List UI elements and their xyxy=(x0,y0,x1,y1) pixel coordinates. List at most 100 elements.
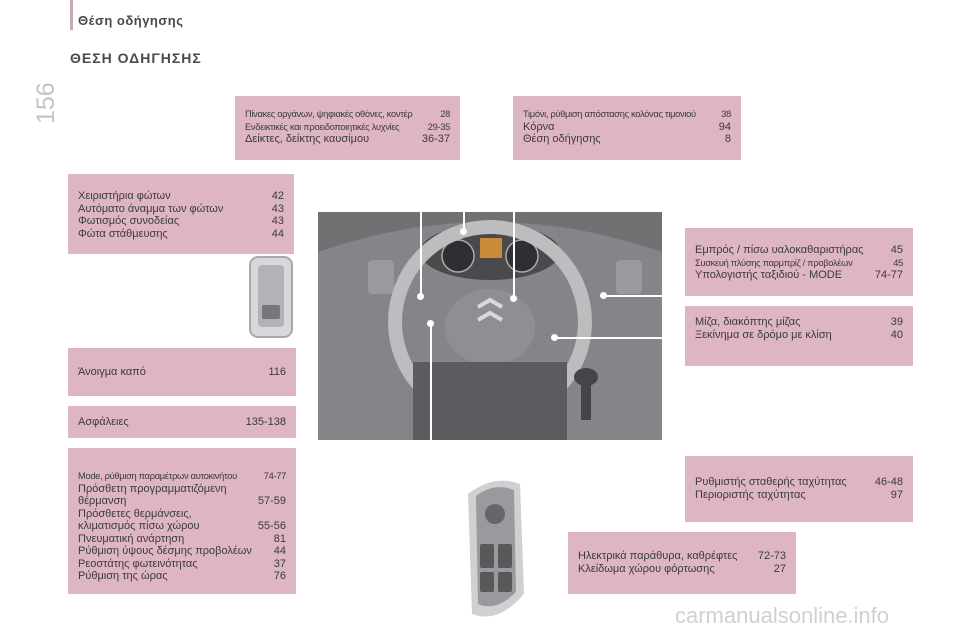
index-row: θέρμανση 57-59 xyxy=(78,495,286,508)
connector-dot xyxy=(600,292,607,299)
connector-line xyxy=(296,420,318,422)
index-row: Πρόσθετη προγραμματιζόμενη xyxy=(78,483,286,496)
connector-dot xyxy=(460,228,467,235)
index-page[interactable]: 44 xyxy=(273,545,286,557)
index-page[interactable]: 45 xyxy=(890,244,903,256)
index-page[interactable]: 97 xyxy=(890,488,903,501)
index-page[interactable]: 135-138 xyxy=(245,416,286,428)
index-topic: Πίνακες οργάνων, ψηφιακές οθόνες, κοντέρ xyxy=(245,109,413,119)
index-page[interactable]: 74-77 xyxy=(874,269,903,281)
section-title: ΘΕΣΗ ΟΔΗΓΗΣΗΣ xyxy=(70,50,202,66)
index-topic: Ρύθμιση ύψους δέσμης προβολέων xyxy=(78,545,252,557)
index-row: Μίζα, διακόπτης μίζας 39 xyxy=(695,316,903,329)
header-accent-bar xyxy=(70,0,73,30)
index-page[interactable]: 44 xyxy=(271,227,284,240)
connector-line xyxy=(530,564,568,566)
page-header-title: Θέση οδήγησης xyxy=(78,13,184,28)
connector-line xyxy=(603,295,685,297)
index-page[interactable]: 43 xyxy=(271,215,284,227)
index-page[interactable]: 46-48 xyxy=(874,476,903,488)
index-page[interactable]: 39 xyxy=(890,316,903,328)
index-page[interactable]: 37 xyxy=(273,557,286,570)
index-page[interactable]: 57-59 xyxy=(257,495,286,507)
index-row: Θέση οδήγησης 8 xyxy=(523,133,731,146)
index-topic: Θέση οδήγησης xyxy=(523,133,601,145)
box-cruise: Ρυθμιστής σταθερής ταχύτητας 46-48 Περιορ… xyxy=(685,456,913,522)
connector-line xyxy=(513,160,515,298)
index-topic: Τιμόνι, ρύθμιση απόστασης κολόνας τιμονι… xyxy=(523,109,696,119)
connector-dot xyxy=(427,320,434,327)
index-row: Ρυθμιστής σταθερής ταχύτητας 46-48 xyxy=(695,476,903,489)
index-topic: Ξεκίνημα σε δρόμο με κλίση xyxy=(695,328,832,341)
index-row: Περιοριστής ταχύτητας 97 xyxy=(695,489,903,502)
index-page[interactable]: 116 xyxy=(268,366,286,378)
connector-line xyxy=(296,468,342,470)
connector-line xyxy=(430,322,432,456)
page-number-wrap: 156 xyxy=(32,74,60,124)
index-page[interactable]: 76 xyxy=(273,570,286,582)
index-page[interactable]: 42 xyxy=(271,190,284,202)
index-page[interactable]: 72-73 xyxy=(757,550,786,562)
connector-line xyxy=(463,160,465,230)
index-page[interactable]: 81 xyxy=(273,532,286,545)
connector-line xyxy=(340,440,342,470)
index-topic: Υπολογιστής ταξιδιού - MODE xyxy=(695,269,843,281)
dashboard-illustration xyxy=(318,212,662,440)
index-row: Ασφάλειες 135-138 xyxy=(78,416,286,429)
index-row: Ρύθμιση ύψους δέσμης προβολέων 44 xyxy=(78,545,286,558)
index-row: Υπολογιστής ταξιδιού - MODE 74-77 xyxy=(695,269,903,282)
index-page[interactable]: 27 xyxy=(773,562,786,575)
index-topic: Κλείδωμα χώρου φόρτωσης xyxy=(578,562,715,575)
index-page[interactable]: 43 xyxy=(271,202,284,215)
index-page[interactable]: 40 xyxy=(890,328,903,341)
index-topic: Κόρνα xyxy=(523,120,555,133)
index-page[interactable]: 8 xyxy=(724,133,731,145)
index-page[interactable]: 38 xyxy=(721,109,731,119)
index-page[interactable]: 94 xyxy=(718,120,731,133)
index-row: Ενδεικτικές και προειδοποιητικές λυχνίες… xyxy=(245,121,450,134)
index-topic: Άνοιγμα καπό xyxy=(78,366,146,378)
index-page[interactable]: 36-37 xyxy=(421,133,450,145)
index-topic: Αυτόματο άναμμα των φώτων xyxy=(78,202,224,215)
index-topic: κλιματισμός πίσω χώρου xyxy=(78,520,200,532)
index-page[interactable]: 28 xyxy=(440,109,450,119)
connector-line xyxy=(555,337,685,339)
connector-line xyxy=(296,370,318,372)
connector-dot xyxy=(417,293,424,300)
connector-line xyxy=(296,298,318,300)
index-page[interactable]: 55-56 xyxy=(257,520,286,532)
index-page[interactable]: 29-35 xyxy=(427,121,451,132)
index-topic: Μίζα, διακόπτης μίζας xyxy=(695,316,801,328)
index-topic: Φωτισμός συνοδείας xyxy=(78,215,180,227)
index-topic: Περιοριστής ταχύτητας xyxy=(695,488,806,501)
index-topic: Ρεοστάτης φωτεινότητας xyxy=(78,557,198,570)
watermark: carmanualsonline.info xyxy=(675,603,890,628)
index-topic: Ηλεκτρικά παράθυρα, καθρέφτες xyxy=(578,550,738,562)
connector-line xyxy=(420,171,422,296)
index-row: Αυτόματο άναμμα των φώτων 43 xyxy=(78,203,284,216)
index-row: Ρεοστάτης φωτεινότητας 37 xyxy=(78,558,286,571)
index-row: Πίνακες οργάνων, ψηφιακές οθόνες, κοντέρ… xyxy=(245,108,450,121)
page-number: 156 xyxy=(32,82,60,124)
index-row: κλιματισμός πίσω χώρου 55-56 xyxy=(78,520,286,533)
index-topic: Ρυθμιστής σταθερής ταχύτητας xyxy=(695,476,847,488)
index-page[interactable]: 74-77 xyxy=(263,471,287,481)
index-row: Άνοιγμα καπό 116 xyxy=(78,366,286,379)
index-row: Ξεκίνημα σε δρόμο με κλίση 40 xyxy=(695,329,903,342)
index-page[interactable]: 45 xyxy=(893,257,903,268)
index-topic: Ασφάλειες xyxy=(78,416,129,428)
window-switch-illustration xyxy=(249,256,293,338)
box-bonnet: Άνοιγμα καπό 116 xyxy=(68,348,296,396)
index-topic: θέρμανση xyxy=(78,495,127,507)
connector-line xyxy=(158,298,160,348)
